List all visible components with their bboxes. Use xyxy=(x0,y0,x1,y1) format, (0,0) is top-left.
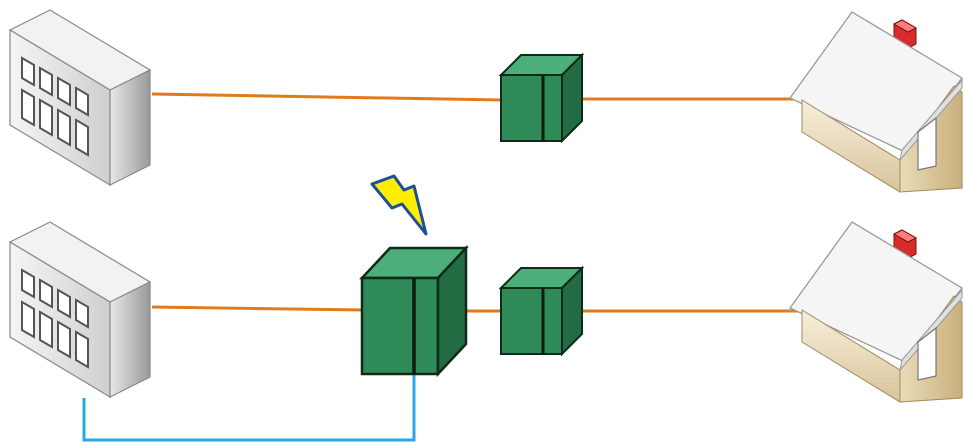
network-cabinet-icon xyxy=(360,246,468,376)
bypass-link xyxy=(82,374,416,442)
fiber-link-row1-a xyxy=(151,92,503,102)
office-building-icon xyxy=(9,221,151,398)
office-building-icon xyxy=(9,9,151,186)
lightning-bolt-icon xyxy=(370,174,428,236)
house-icon xyxy=(789,221,963,403)
house-icon xyxy=(789,11,963,193)
fiber-link-row2-a xyxy=(151,305,365,312)
network-cabinet-icon xyxy=(499,53,584,143)
network-cabinet-icon xyxy=(499,266,584,356)
